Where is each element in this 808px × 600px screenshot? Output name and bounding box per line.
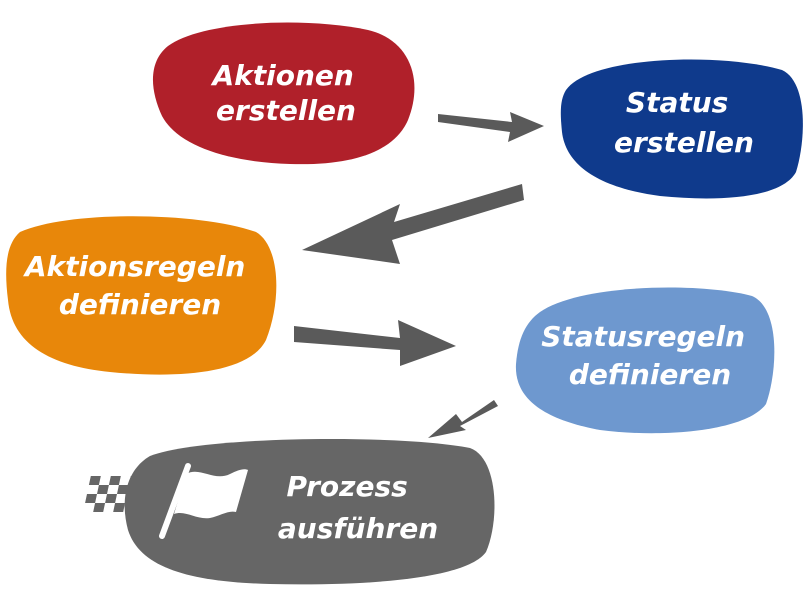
svg-text:Status erstellen: Status erstellen xyxy=(614,86,754,159)
blob-aktionsregeln-definieren xyxy=(6,216,277,375)
label-prozess-line2: ausführen xyxy=(278,512,438,545)
label-aktionen-line2: erstellen xyxy=(216,94,356,127)
arrow-status-to-aktionsregeln xyxy=(302,184,524,264)
arrows xyxy=(294,112,544,438)
label-statusregeln-line1: Statusregeln xyxy=(541,320,745,353)
label-status-line1: Status xyxy=(626,86,728,119)
step-prozess-ausfuehren: Prozess ausführen xyxy=(85,438,495,585)
svg-text:Statusregeln definieren: Statusregeln definieren xyxy=(541,320,755,391)
step-statusregeln-definieren: Statusregeln definieren xyxy=(515,287,775,434)
blob-status-erstellen xyxy=(560,59,803,199)
label-prozess-line1: Prozess xyxy=(286,470,407,503)
step-aktionen-erstellen: Aktionen erstellen xyxy=(152,22,415,165)
arrow-aktionsregeln-to-statusregeln xyxy=(294,320,456,366)
step-status-erstellen: Status erstellen xyxy=(560,59,803,199)
blob-statusregeln-definieren xyxy=(515,287,775,434)
label-aktionsregeln-line2: definieren xyxy=(59,288,221,321)
svg-text:Prozess ausführen: Prozess ausführen xyxy=(278,470,438,545)
label-statusregeln-line2: definieren xyxy=(569,358,731,391)
checkered-flag-icon xyxy=(85,463,248,539)
arrow-statusregeln-to-prozess xyxy=(428,400,498,438)
label-aktionen-line1: Aktionen xyxy=(210,59,353,92)
label-status-line2: erstellen xyxy=(614,126,754,159)
blob-aktionen-erstellen xyxy=(152,22,415,165)
arrow-aktionen-to-status xyxy=(438,112,544,142)
step-aktionsregeln-definieren: Aktionsregeln definieren xyxy=(6,216,277,375)
svg-text:Aktionsregeln definieren: Aktionsregeln definieren xyxy=(23,250,255,321)
blob-prozess-ausfuehren xyxy=(124,438,495,585)
svg-text:Aktionen erstellen: Aktionen erstellen xyxy=(210,59,363,127)
label-aktionsregeln-line1: Aktionsregeln xyxy=(23,250,245,283)
